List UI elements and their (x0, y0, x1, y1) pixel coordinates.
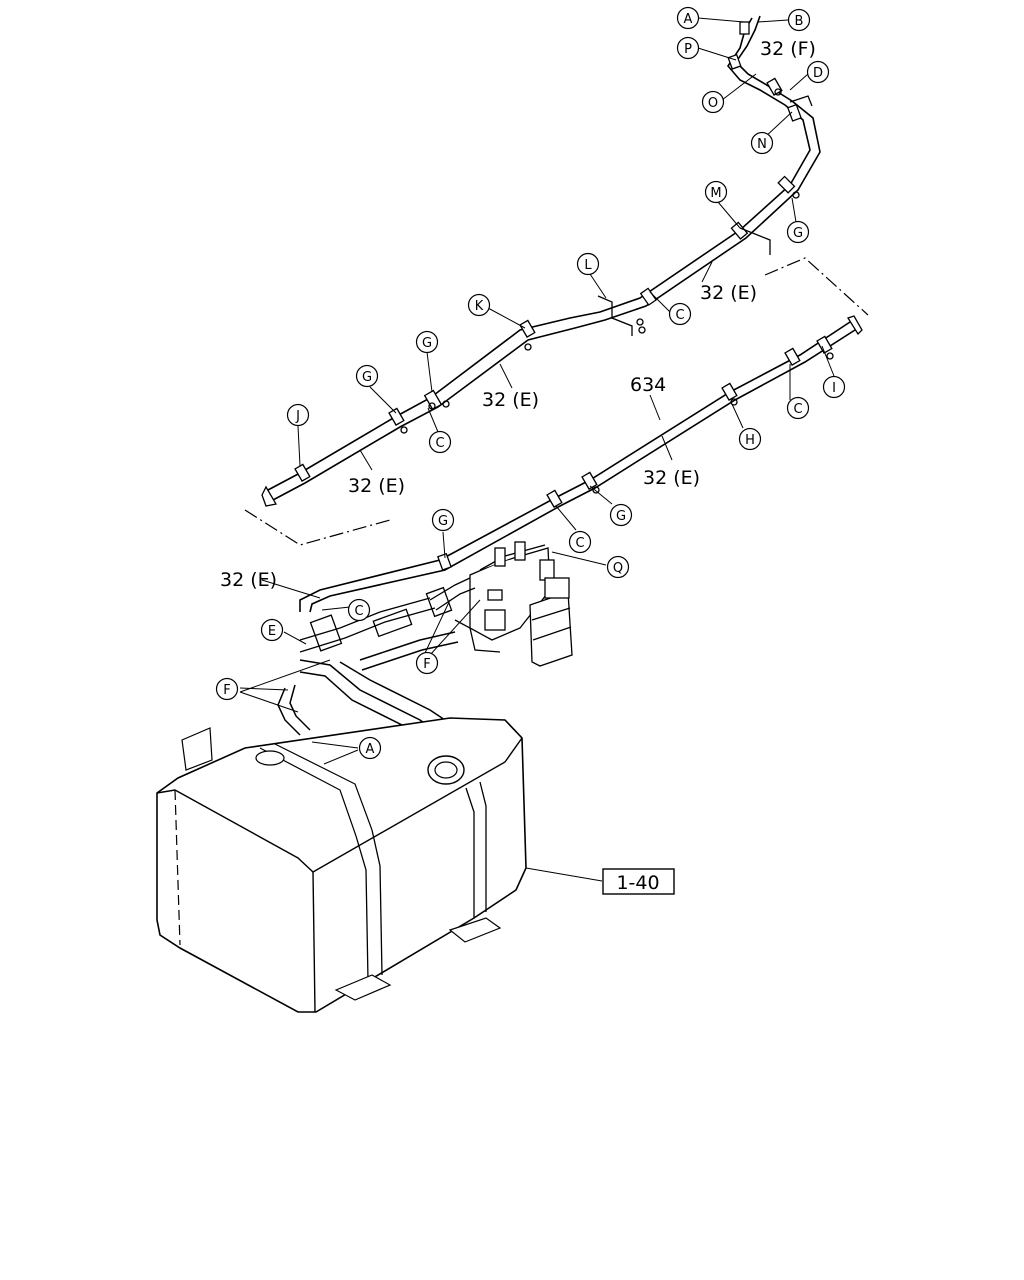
svg-text:G: G (438, 514, 448, 529)
upper-pipe-end-cap (261, 485, 278, 507)
callout-m: M (704, 180, 728, 204)
svg-text:N: N (757, 137, 767, 152)
callout-g-left: G (355, 364, 379, 388)
fuel-filter-assembly (454, 541, 573, 667)
svg-text:E: E (268, 624, 276, 639)
svg-text:C: C (435, 436, 444, 451)
svg-text:Q: Q (613, 561, 623, 576)
callout-d-top: D (806, 60, 830, 84)
callout-a-bottom: A (358, 736, 382, 760)
callout-h: H (738, 427, 762, 451)
svg-text:F: F (423, 657, 430, 672)
svg-text:C: C (354, 604, 363, 619)
svg-text:G: G (616, 509, 626, 524)
svg-text:G: G (793, 226, 803, 241)
callout-p: P (676, 36, 700, 60)
lower-fuel-pipe (299, 321, 856, 613)
svg-text:D: D (813, 66, 823, 81)
label-pipe-32e-upper-right: 32 (E) (700, 282, 757, 304)
callout-g-low: G (609, 503, 633, 527)
callout-e: E (260, 618, 284, 642)
label-pipe-32f: 32 (F) (760, 38, 816, 60)
svg-text:I: I (832, 381, 836, 396)
lower-pipe-end-cap (847, 315, 863, 336)
callout-f-mid: F (415, 651, 439, 675)
callout-g-low-left: G (431, 508, 455, 532)
svg-text:F: F (223, 683, 230, 698)
pipe-fittings (299, 577, 476, 653)
callout-i: I (822, 375, 846, 399)
callout-o: O (701, 90, 725, 114)
fuel-tank (156, 717, 527, 1013)
pipe-brackets (400, 88, 834, 494)
callout-q: Q (606, 555, 630, 579)
callout-k: K (467, 293, 491, 317)
callout-l: L (576, 252, 600, 276)
break-lines (244, 257, 869, 546)
callout-c-left: C (347, 598, 371, 622)
svg-text:H: H (745, 433, 755, 448)
callout-f-left: F (215, 677, 239, 701)
callout-c-low-right: C (786, 396, 810, 420)
callout-a-top: A (676, 6, 700, 30)
svg-text:B: B (795, 14, 804, 29)
callout-c-mid: C (428, 430, 452, 454)
callout-b: B (787, 8, 811, 32)
svg-text:A: A (684, 12, 693, 27)
label-pipe-32e-upper-left: 32 (E) (348, 475, 405, 497)
callout-n: N (750, 131, 774, 155)
callout-c-low: C (568, 530, 592, 554)
svg-text:C: C (575, 536, 584, 551)
svg-text:O: O (708, 96, 718, 111)
svg-text:C: C (793, 402, 802, 417)
callout-g-mid: G (415, 330, 439, 354)
callout-c-right: C (668, 302, 692, 326)
svg-text:K: K (475, 299, 484, 314)
label-pipe-32e-lower-left: 32 (E) (220, 569, 277, 591)
svg-text:L: L (584, 258, 592, 273)
svg-text:P: P (684, 42, 692, 57)
pipe-clamps (294, 21, 833, 571)
svg-text:A: A (366, 742, 375, 757)
callout-j: J (286, 403, 310, 427)
callout-g-right: G (786, 220, 810, 244)
label-ref-634: 634 (630, 374, 666, 396)
label-pipe-32e-lower-right: 32 (E) (643, 467, 700, 489)
leader-lines (239, 17, 835, 882)
svg-text:M: M (710, 186, 721, 201)
svg-text:G: G (422, 336, 432, 351)
label-pipe-32e-upper-mid: 32 (E) (482, 389, 539, 411)
reference-box-1-40: 1-40 (602, 868, 675, 895)
svg-text:C: C (675, 308, 684, 323)
svg-text:J: J (295, 409, 300, 424)
svg-text:G: G (362, 370, 372, 385)
svg-text:1-40: 1-40 (616, 872, 659, 894)
